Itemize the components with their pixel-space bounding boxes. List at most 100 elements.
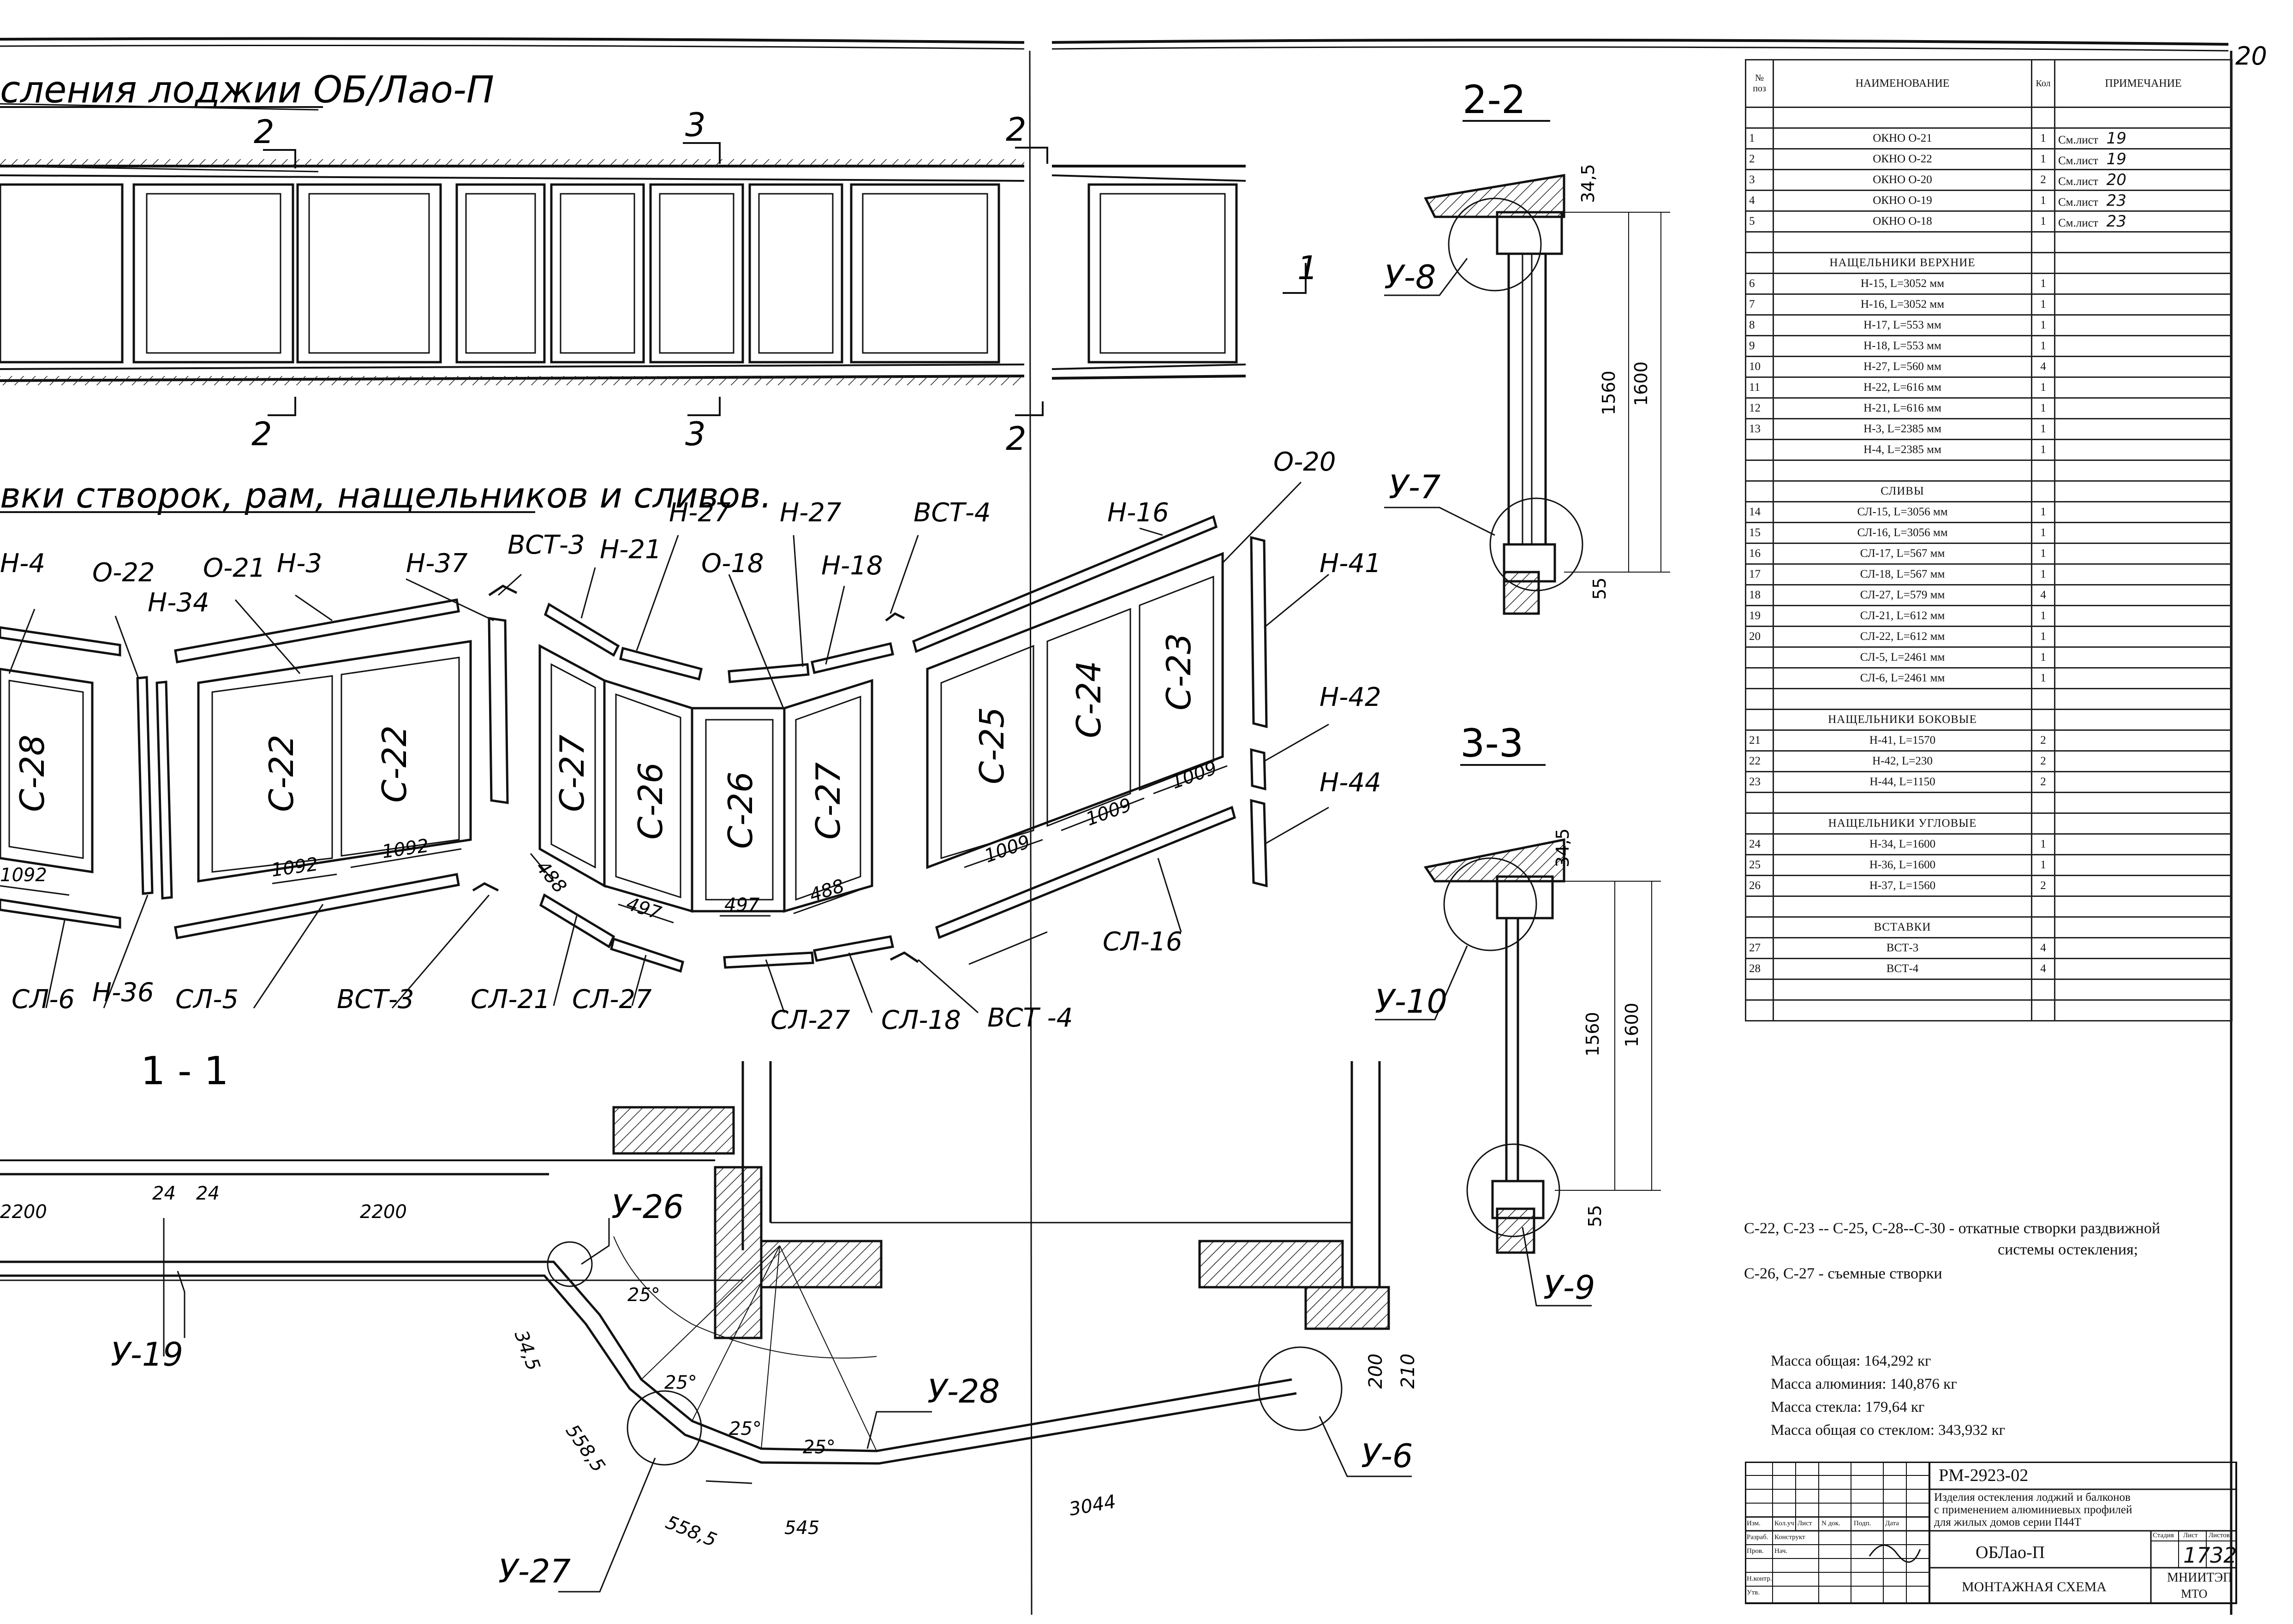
note-line-1: С-22, С-23 -- С-25, С-28--С-30 - откатны…: [1744, 1220, 2161, 1237]
spec-cell-note: [2054, 937, 2233, 959]
label-sl27-right: СЛ-27: [770, 1005, 850, 1035]
spec-sheet-ref: 23: [2106, 212, 2126, 231]
spec-cell-note: [2054, 231, 2233, 253]
dim-488-b: 488: [807, 875, 847, 906]
tb-sheet-no: 17: [2183, 1543, 2210, 1568]
label-vst4-top: ВСТ-4: [914, 498, 991, 528]
spec-cell-name: Н-22, L=616 мм: [1773, 376, 2032, 399]
spec-cell-qty: [2031, 999, 2055, 1021]
section-3-3-view: [1423, 838, 1661, 1254]
spec-pos-text: 12: [1749, 402, 1761, 414]
spec-name-text: СЛ-27, L=579 мм: [1860, 589, 1945, 601]
spec-cell-pos: 3: [1745, 169, 1774, 191]
spec-cell-name: Н-21, L=616 мм: [1773, 397, 2032, 419]
spec-cell-note: [2054, 729, 2233, 752]
section-title-1-1: 1 - 1: [141, 1048, 229, 1093]
spec-cell-name: НАЩЕЛЬНИКИ УГЛОВЫЕ: [1773, 812, 2032, 835]
tb-hdr-izm: Изм.: [1747, 1520, 1761, 1527]
spec-name-text: Н-21, L=616 мм: [1863, 402, 1941, 414]
spec-name-text: Н-15, L=3052 мм: [1860, 277, 1945, 290]
spec-cell-qty: [2031, 792, 2055, 814]
tb-sheet-title: МОНТАЖНАЯ СХЕМА: [1962, 1579, 2107, 1594]
spec-name-text: НАЩЕЛЬНИКИ УГЛОВЫЕ: [1828, 817, 1977, 830]
node-label-u28: У-28: [927, 1373, 1000, 1410]
label-h41: Н-41: [1320, 549, 1381, 579]
spec-cell-qty: 2: [2031, 750, 2055, 772]
spec-cell-pos: 24: [1745, 833, 1774, 855]
spec-cell-pos: 20: [1745, 626, 1774, 648]
spec-cell-note: [2054, 563, 2233, 585]
plan-view: [0, 103, 1307, 416]
spec-cell-qty: 1: [2031, 190, 2055, 212]
spec-pos-text: 24: [1749, 838, 1761, 850]
spec-cell-name: Н-34, L=1600: [1773, 833, 2032, 855]
spec-cell-pos: 12: [1745, 397, 1774, 419]
sash-label-c22b: С-22: [375, 725, 414, 803]
spec-name-text: Н-41, L=1570: [1869, 734, 1936, 746]
spec-cell-note: [2054, 812, 2233, 835]
spec-cell-note: См.лист 23: [2054, 190, 2233, 212]
spec-pos-text: 21: [1749, 734, 1761, 746]
spec-note-text: См.лист: [2058, 134, 2098, 146]
tb-hdr-kol: Кол.уч: [1774, 1520, 1794, 1527]
spec-cell-name: Н-15, L=3052 мм: [1773, 273, 2032, 295]
spec-cell-pos: 8: [1745, 314, 1774, 336]
mass-glass: Масса стекла: 179,64 кг: [1771, 1399, 1925, 1415]
spec-cell-note: [2054, 999, 2233, 1021]
spec-cell-note: [2054, 252, 2233, 274]
spec-cell-name: Н-18, L=553 мм: [1773, 335, 2032, 357]
spec-row: НАЩЕЛЬНИКИ БОКОВЫЕ: [1745, 709, 2233, 731]
spec-qty-text: 1: [2040, 443, 2046, 456]
spec-sheet-ref: 23: [2106, 191, 2126, 210]
spec-cell-qty: 1: [2031, 667, 2055, 689]
dim-1560-b: 1560: [1582, 1012, 1603, 1057]
label-o20: О-20: [1273, 447, 1336, 477]
spec-cell-qty: 1: [2031, 563, 2055, 585]
label-sl5: СЛ-5: [175, 985, 239, 1015]
tb-hdr-list: Лист: [1797, 1520, 1812, 1527]
spec-row: НАЩЕЛЬНИКИ ВЕРХНИЕ: [1745, 252, 2233, 274]
spec-name-text: ВСТАВКИ: [1874, 921, 1931, 933]
spec-qty-text: 1: [2040, 194, 2046, 207]
spec-cell-pos: [1745, 667, 1774, 689]
spec-cell-qty: 1: [2031, 376, 2055, 399]
spec-cell-qty: [2031, 709, 2055, 731]
spec-cell-name: НАЩЕЛЬНИКИ ВЕРХНИЕ: [1773, 252, 2032, 274]
spec-cell-pos: [1745, 896, 1774, 918]
spec-name-text: Н-44, L=1150: [1869, 776, 1935, 788]
spec-cell-note: [2054, 916, 2233, 938]
dim-210: 210: [1397, 1354, 1419, 1389]
spec-cell-note: [2054, 522, 2233, 544]
section-mark-3-top: 3: [685, 106, 706, 144]
spec-pos-text: 11: [1749, 381, 1761, 394]
dim-1092-b: 1092: [270, 854, 319, 881]
title-block: РМ-2923-02 Изделия остекления лоджий и б…: [1745, 1462, 2238, 1605]
spec-name-text: ВСТ-3: [1886, 942, 1919, 954]
dim-1009-c: 1009: [1169, 757, 1220, 793]
spec-pos-text: 25: [1749, 859, 1761, 871]
spec-cell-pos: [1745, 480, 1774, 502]
spec-cell-note: [2054, 376, 2233, 399]
spec-name-text: СЛ-18, L=567 мм: [1860, 568, 1945, 580]
spec-note-text: См.лист: [2058, 196, 2098, 209]
spec-cell-pos: 19: [1745, 605, 1774, 627]
dim-5585-b: 558,5: [663, 1512, 719, 1552]
dim-497-a: 497: [624, 893, 664, 925]
spec-cell-name: ВСТАВКИ: [1773, 916, 2032, 938]
spec-cell-qty: 1: [2031, 418, 2055, 440]
spec-cell-name: ОКНО О-20: [1773, 169, 2032, 191]
node-label-u10: У-10: [1375, 983, 1447, 1021]
mass-total: Масса общая: 164,292 кг: [1771, 1353, 1931, 1369]
spec-cell-name: Н-3, L=2385 мм: [1773, 418, 2032, 440]
spec-pos-text: 17: [1749, 568, 1761, 580]
label-h27-left: Н-27: [669, 498, 731, 528]
spec-cell-pos: 9: [1745, 335, 1774, 357]
